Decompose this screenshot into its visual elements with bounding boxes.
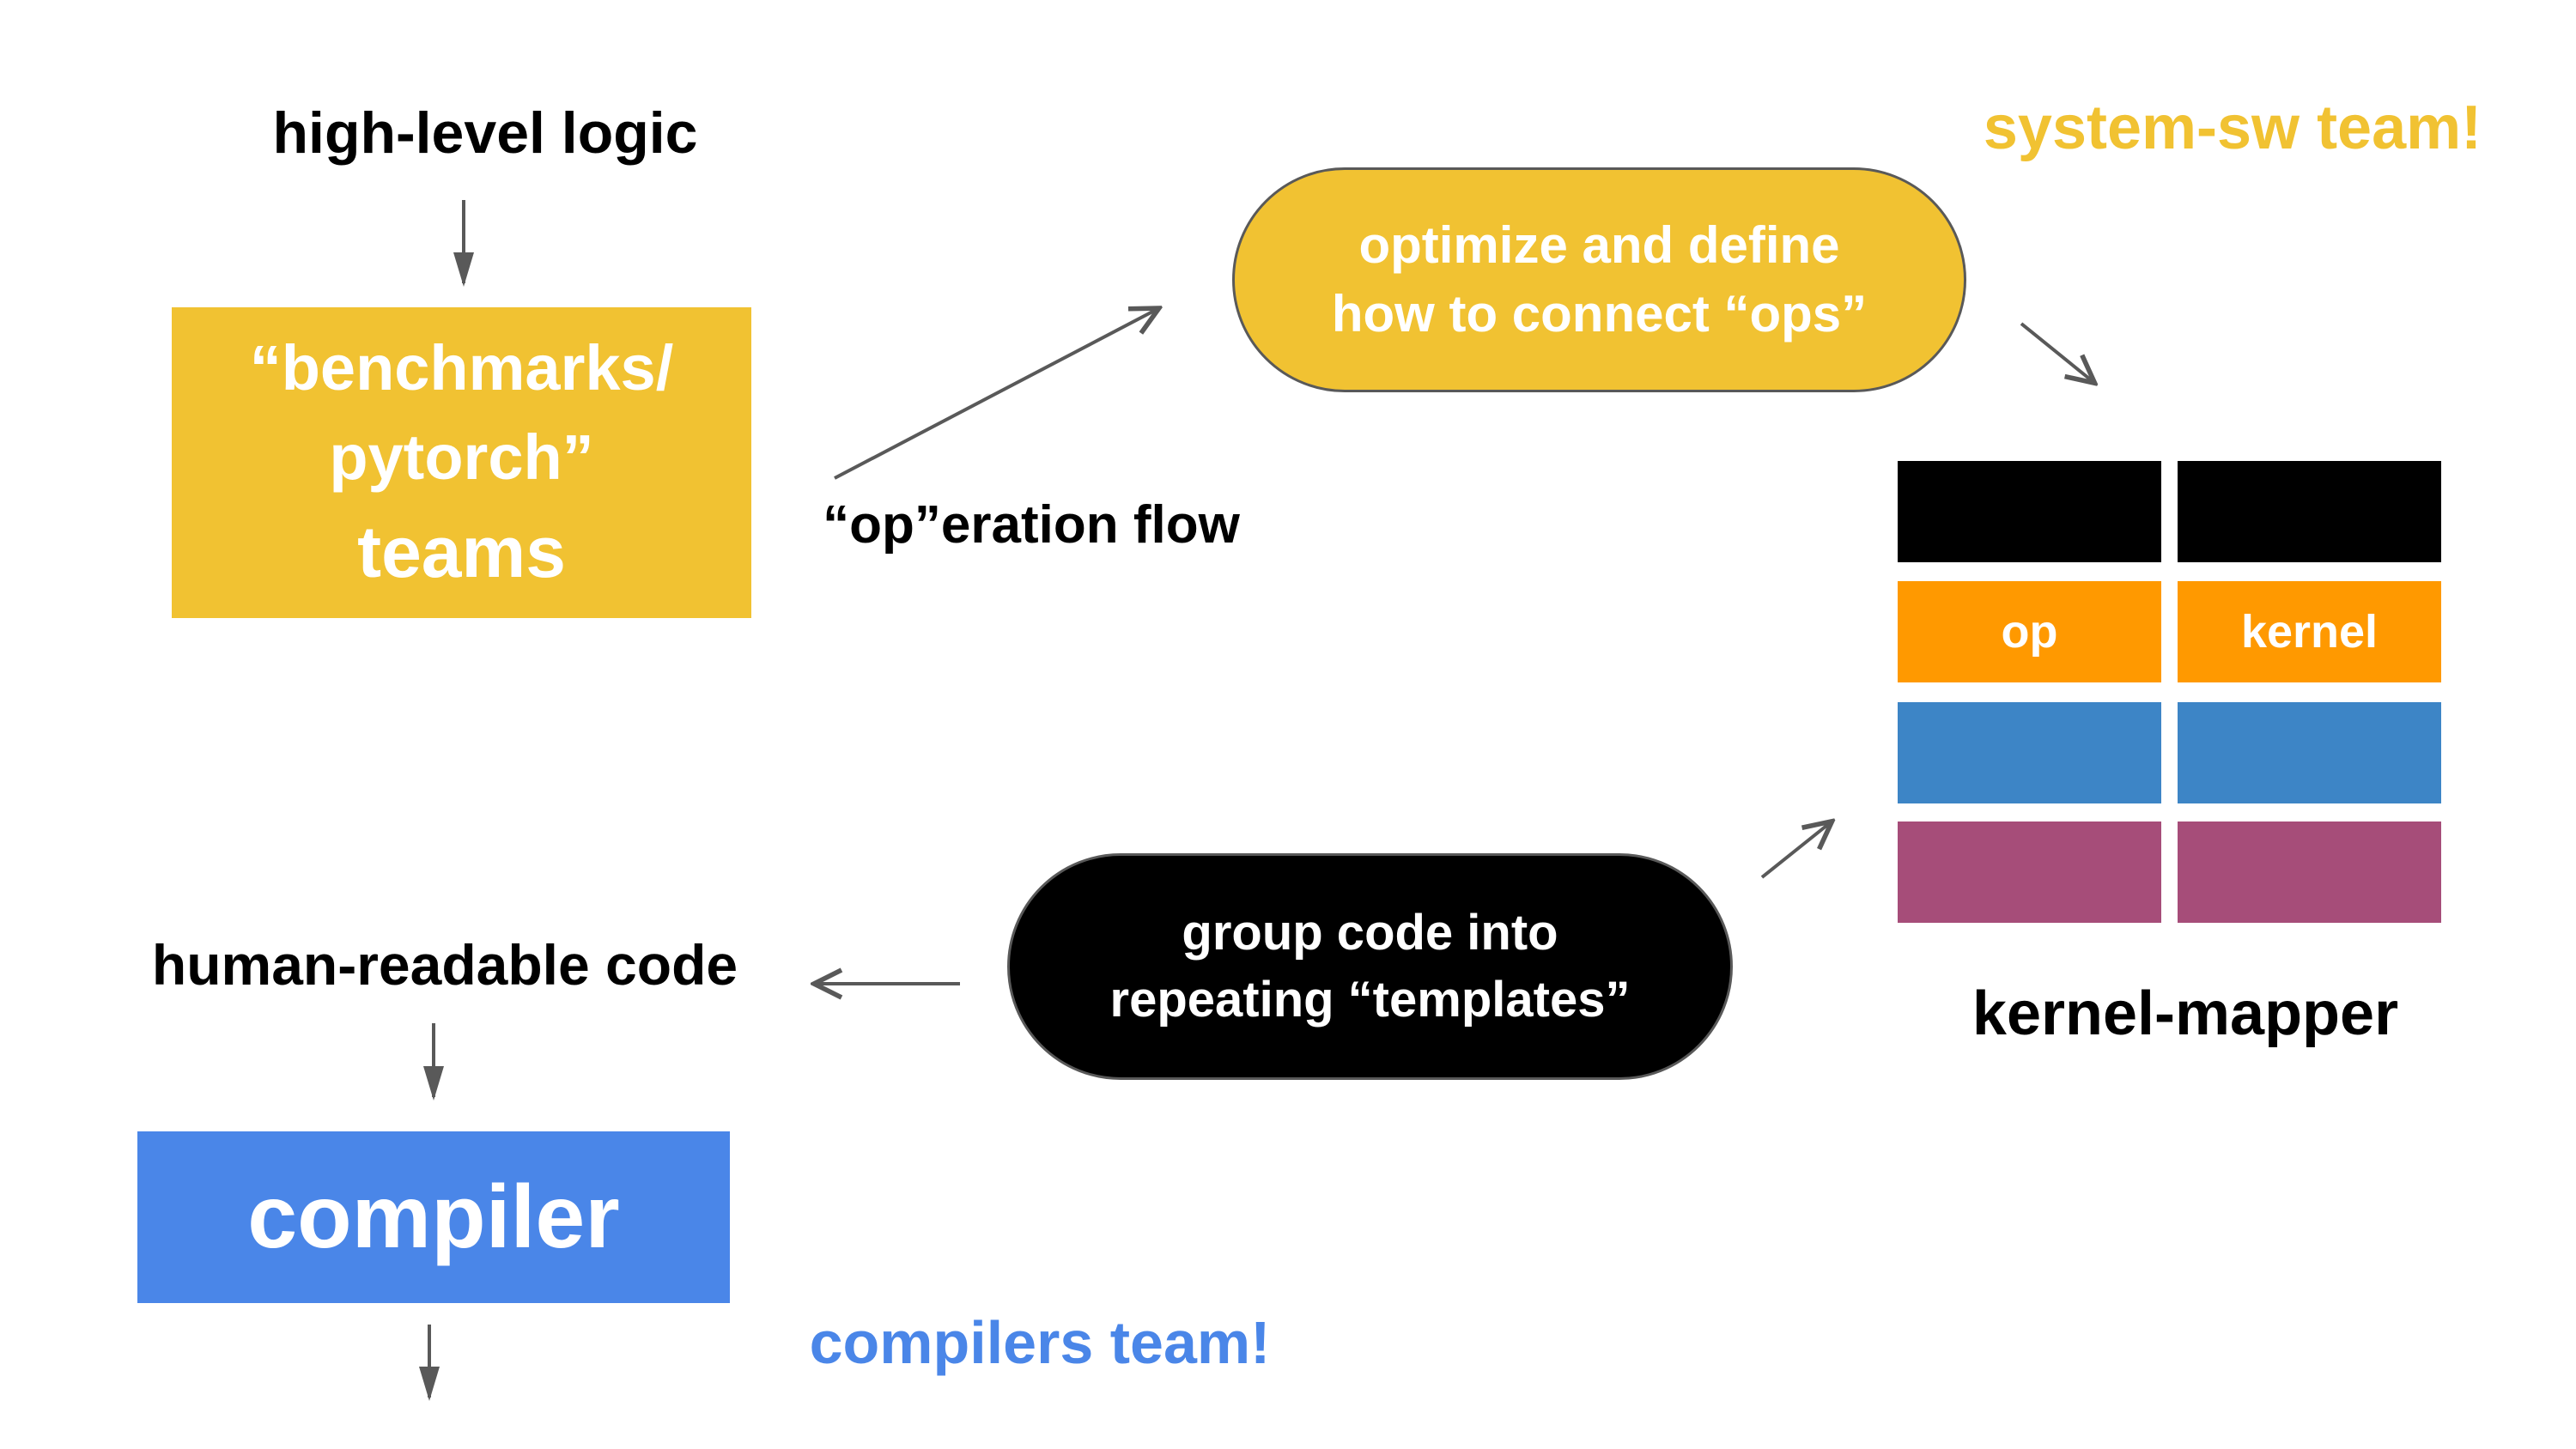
benchmarks-box-line2: pytorch” xyxy=(329,421,594,493)
benchmarks-box-line1: “benchmarks/ xyxy=(249,332,674,403)
kernel-mapper-table: op kernel xyxy=(1898,461,2441,925)
km-cell-magenta-op xyxy=(1898,822,2161,923)
group-pill-line1: group code into xyxy=(1182,905,1558,961)
label-compilers-team: compilers team! xyxy=(809,1309,1271,1376)
km-cell-magenta-kernel xyxy=(2178,822,2441,923)
optimize-pill-line2: how to connect “ops” xyxy=(1331,285,1868,343)
compiler-box-label: compiler xyxy=(247,1167,620,1267)
optimize-ops-pill: optimize and define how to connect “ops” xyxy=(1232,167,1966,392)
benchmarks-box-line3: teams xyxy=(357,512,566,592)
label-human-readable-code: human-readable code xyxy=(151,933,738,997)
km-cell-kernel-header: kernel xyxy=(2178,581,2441,682)
arrow-group-to-mapper xyxy=(1760,822,1831,879)
km-cell-blue-kernel xyxy=(2178,702,2441,803)
arrow-optimize-to-mapper xyxy=(2020,322,2093,382)
benchmarks-pytorch-box: “benchmarks/ pytorch” teams xyxy=(172,307,751,618)
label-kernel-mapper: kernel-mapper xyxy=(1971,979,2399,1048)
label-system-sw-team: system-sw team! xyxy=(1983,94,2482,162)
compiler-box: compiler xyxy=(137,1131,730,1303)
km-cell-op-header: op xyxy=(1898,581,2161,682)
arrow-benchmarks-to-optimize xyxy=(834,309,1157,480)
group-pill-line2: repeating “templates” xyxy=(1109,972,1631,1028)
label-high-level-logic: high-level logic xyxy=(272,100,698,166)
label-operation-flow: “op”eration flow xyxy=(823,495,1240,555)
optimize-pill-line1: optimize and define xyxy=(1358,216,1840,274)
km-cell-blue-op xyxy=(1898,702,2161,803)
km-cell-black-kernel xyxy=(2178,461,2441,562)
group-templates-pill: group code into repeating “templates” xyxy=(1007,853,1733,1080)
km-cell-black-op xyxy=(1898,461,2161,562)
